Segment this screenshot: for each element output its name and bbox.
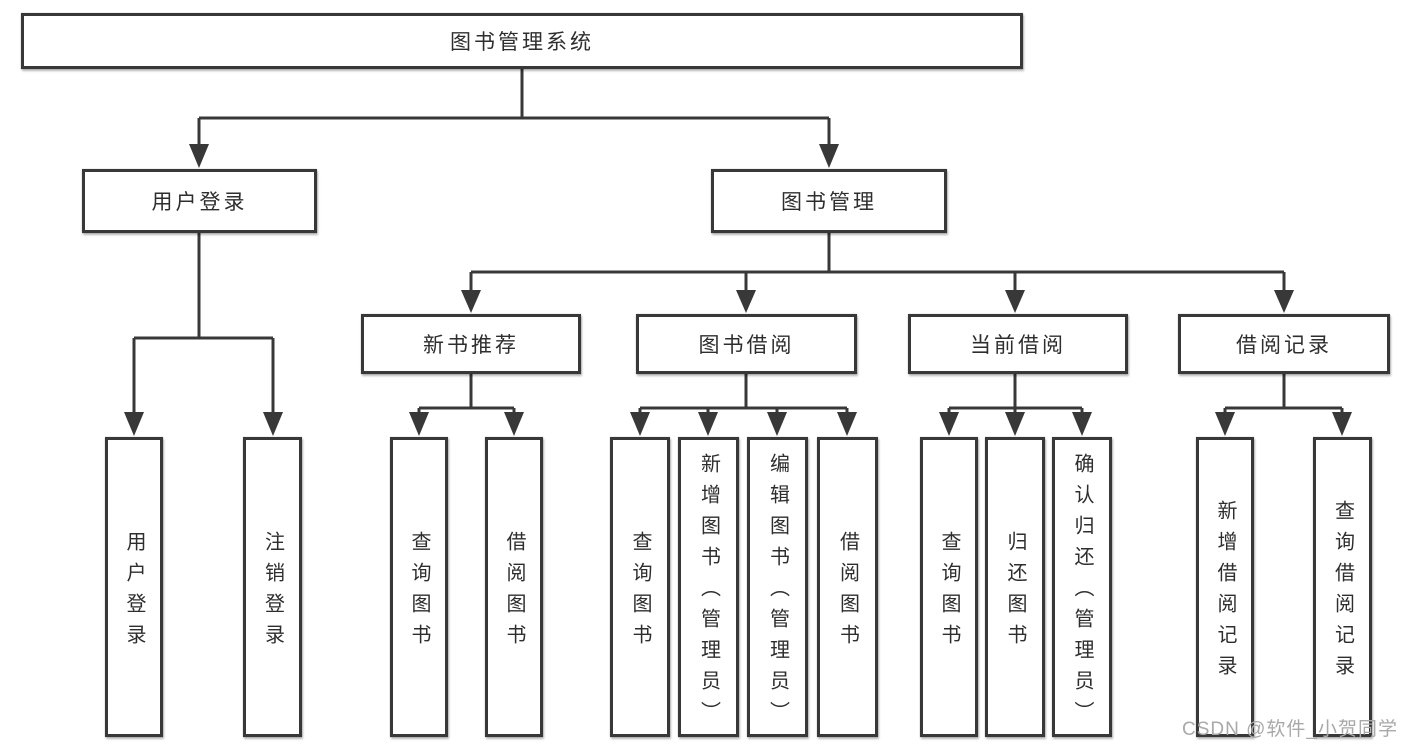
leaf-user-login-label: 用户登录	[123, 530, 145, 655]
leaf-query-borrow-record: 查询借阅记录	[1313, 437, 1372, 737]
leaf-query-books-recommend-label: 查询图书	[408, 530, 430, 655]
node-borrowing-records: 借阅记录	[1178, 314, 1390, 374]
leaf-logout: 注销登录	[243, 437, 302, 737]
leaf-query-borrow-record-label: 查询借阅记录	[1331, 499, 1354, 686]
node-root: 图书管理系统	[21, 13, 1023, 69]
arrowhead	[1005, 412, 1025, 436]
arrowhead	[409, 412, 429, 436]
node-book-management-label: 图书管理	[781, 191, 877, 214]
leaf-add-book-admin-label: 新增图书（管理员）	[697, 453, 720, 732]
csdn-watermark: CSDN @软件_小贺同学	[1182, 719, 1398, 740]
arrowhead	[189, 144, 209, 168]
arrowhead	[504, 412, 524, 436]
leaf-add-book-admin: 新增图书（管理员）	[678, 437, 739, 737]
arrowhead	[124, 412, 144, 436]
leaf-query-books-borrowing: 查询图书	[610, 437, 670, 737]
arrowhead	[939, 412, 959, 436]
node-book-management: 图书管理	[711, 169, 947, 233]
node-borrowing-records-label: 借阅记录	[1236, 334, 1332, 357]
node-root-label: 图书管理系统	[450, 31, 594, 54]
node-book-borrowing: 图书借阅	[636, 314, 857, 374]
leaf-add-borrow-record-label: 新增借阅记录	[1214, 499, 1236, 686]
arrowhead	[263, 412, 283, 436]
node-current-borrowing: 当前借阅	[908, 314, 1128, 374]
leaf-borrow-books-recommend: 借阅图书	[485, 437, 543, 737]
leaf-confirm-return-admin: 确认归还（管理员）	[1052, 437, 1112, 737]
arrowhead	[630, 412, 650, 436]
leaf-query-books-recommend: 查询图书	[390, 437, 448, 737]
node-new-book-recommendation: 新书推荐	[361, 314, 581, 374]
leaf-user-login: 用户登录	[105, 437, 163, 737]
leaf-query-books-borrowing-label: 查询图书	[629, 530, 651, 655]
node-book-borrowing-label: 图书借阅	[698, 334, 795, 357]
leaf-query-books-current: 查询图书	[920, 437, 978, 737]
leaf-borrow-books-borrowing-label: 借阅图书	[836, 530, 859, 655]
arrowhead	[461, 290, 481, 313]
leaf-edit-book-admin-label: 编辑图书（管理员）	[766, 453, 789, 732]
leaf-borrow-books-recommend-label: 借阅图书	[503, 530, 525, 655]
leaf-query-books-current-label: 查询图书	[938, 530, 960, 655]
leaf-borrow-books-borrowing: 借阅图书	[817, 437, 878, 737]
node-user-login: 用户登录	[82, 169, 317, 233]
leaf-edit-book-admin: 编辑图书（管理员）	[747, 437, 808, 737]
arrowhead	[698, 412, 718, 436]
node-current-borrowing-label: 当前借阅	[970, 334, 1066, 357]
node-user-login-label: 用户登录	[151, 191, 248, 214]
arrowhead	[1005, 290, 1025, 313]
node-new-book-recommendation-label: 新书推荐	[423, 334, 519, 357]
arrowhead	[736, 290, 756, 313]
leaf-return-book-label: 归还图书	[1004, 530, 1026, 655]
arrowhead	[1274, 290, 1294, 313]
arrowhead	[1072, 412, 1092, 436]
leaf-return-book: 归还图书	[985, 437, 1045, 737]
leaf-confirm-return-admin-label: 确认归还（管理员）	[1071, 453, 1093, 732]
arrowhead	[819, 144, 839, 168]
arrowhead	[837, 412, 857, 436]
arrowhead	[767, 412, 787, 436]
arrowhead	[1215, 412, 1235, 436]
leaf-add-borrow-record: 新增借阅记录	[1196, 437, 1254, 737]
arrowhead	[1332, 412, 1352, 436]
leaf-logout-label: 注销登录	[261, 530, 284, 655]
